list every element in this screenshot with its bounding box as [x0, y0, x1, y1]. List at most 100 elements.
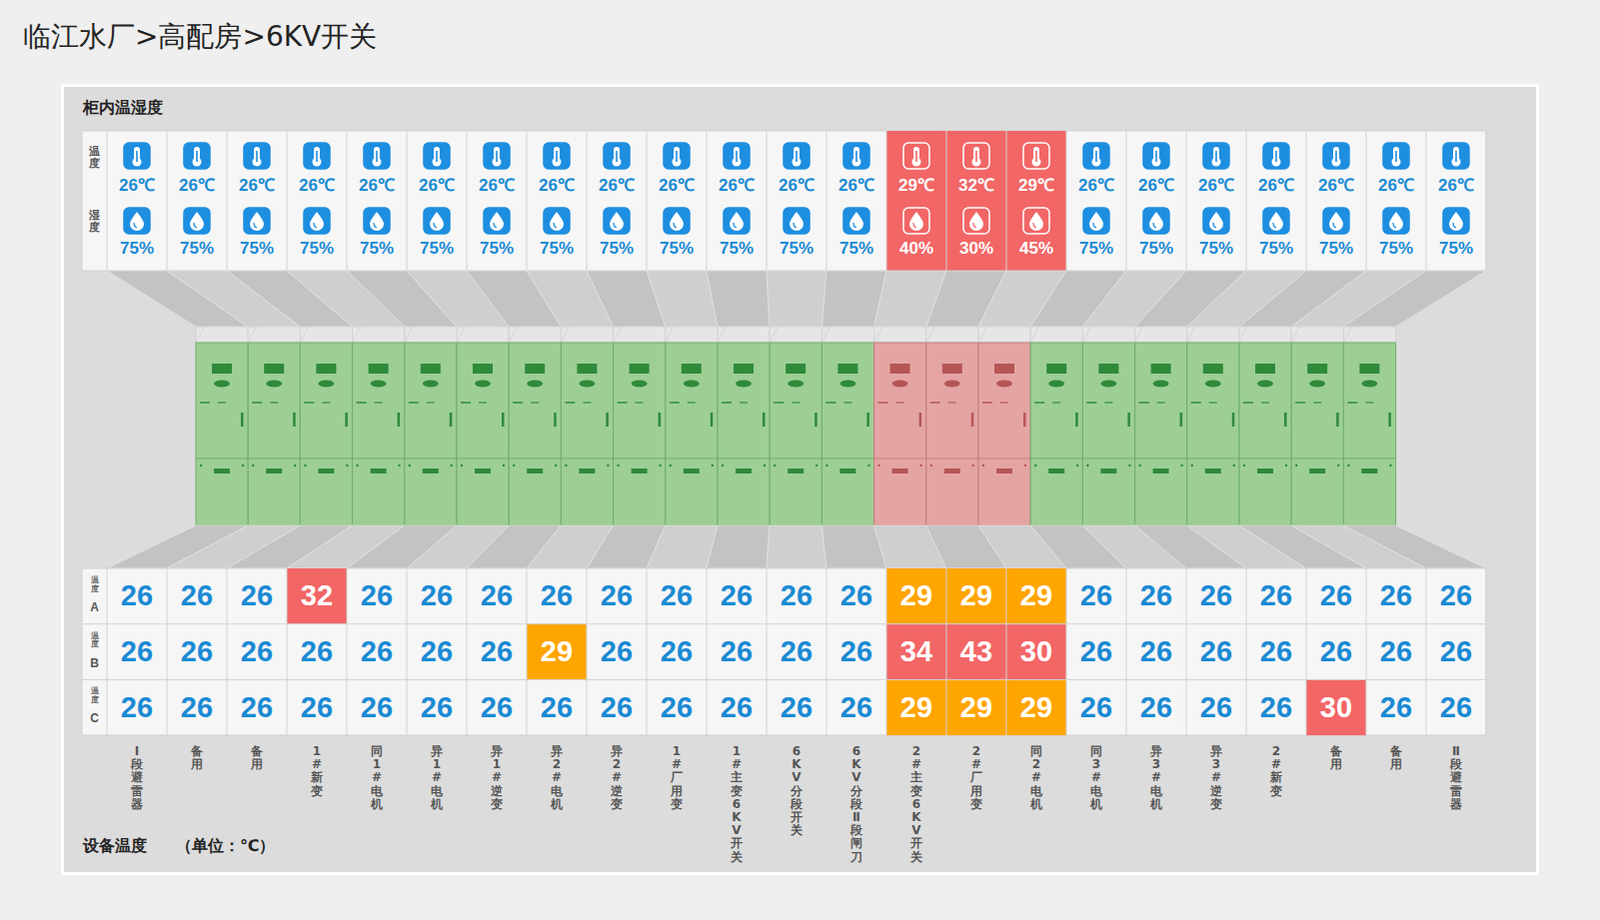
device-temperature-slot: 26	[1066, 679, 1127, 736]
cabinet-temperature-slot: 26℃	[526, 172, 587, 195]
cabinet-knob	[1257, 380, 1274, 388]
grid-line	[1426, 568, 1428, 736]
cabinet-humidity-slot: 75%	[286, 237, 347, 260]
device-temperature: 26	[120, 579, 153, 613]
humidity-icon	[243, 207, 270, 234]
device-temperature-slot: 26	[1306, 624, 1367, 681]
roof-edge	[1082, 326, 1091, 343]
grid-line	[106, 568, 108, 736]
cabinet-roof	[821, 326, 874, 343]
switch-cabinet	[195, 342, 248, 526]
device-temperature-slot: 30	[1006, 624, 1067, 681]
cabinet-handle	[866, 412, 870, 427]
cabinet-slot	[1361, 468, 1378, 474]
cabinet-name-slot: 异1#逆变	[466, 745, 527, 812]
cabinet-mark	[825, 401, 836, 404]
cabinet-handle	[1284, 412, 1288, 427]
device-temperature: 26	[180, 691, 213, 725]
cabinet-knob	[631, 380, 648, 388]
device-temperature: 26	[1200, 579, 1233, 613]
cabinet-mark	[1052, 401, 1061, 403]
roof-edge	[299, 326, 308, 343]
grid-line	[1066, 130, 1068, 271]
cabinet-humidity: 45%	[1019, 238, 1054, 259]
cabinet-temperature-slot: 32℃	[946, 172, 1007, 195]
section-heading-slot: 设备温度	[82, 835, 147, 858]
thermo-mercury	[855, 150, 858, 162]
cabinet-name: 2#主变6KV开关	[910, 745, 923, 865]
cabinet-temperature-slot: 26℃	[226, 172, 287, 195]
grid-line	[1126, 130, 1128, 271]
device-temperature: 26	[1200, 635, 1233, 669]
cabinet-slot	[1100, 468, 1117, 474]
drop-shape	[609, 211, 624, 231]
cabinet-divider	[1030, 457, 1083, 459]
cabinet-humidity-slot: 75%	[826, 237, 887, 260]
cabinet-screw	[815, 464, 818, 467]
humidity-icon	[303, 207, 330, 234]
cabinet-mark	[617, 401, 628, 404]
drop-shine	[133, 222, 137, 228]
switch-cabinet	[926, 342, 979, 526]
cabinet-roof	[1135, 326, 1188, 343]
cabinet-mark	[878, 401, 889, 404]
cabinet-mark	[1034, 401, 1045, 404]
cabinet-display	[472, 363, 493, 374]
device-temperature: 26	[1260, 579, 1293, 613]
roof-edge	[404, 326, 413, 343]
cabinet-divider	[299, 457, 352, 459]
thermo-mercury	[1155, 150, 1158, 162]
cabinet-slot	[578, 468, 595, 474]
cabinet-name-slot: 2#厂用变	[946, 745, 1007, 812]
device-temperature-slot: 26	[226, 624, 287, 681]
device-temperature-slot: 26	[166, 624, 227, 681]
device-temperature-slot: 34	[886, 624, 947, 681]
device-temperature: 26	[1380, 635, 1413, 669]
cabinet-humidity-slot: 40%	[886, 237, 947, 260]
cabinet-display	[420, 363, 441, 374]
device-temperature: 26	[1140, 691, 1173, 725]
device-temperature: 26	[1320, 635, 1353, 669]
cabinet-name-slot: 备用	[1366, 745, 1427, 772]
device-temperature-slot: 29	[886, 679, 947, 736]
cabinet-knob	[578, 380, 595, 388]
drop-shape	[669, 211, 684, 231]
device-temperature: 26	[540, 691, 573, 725]
thermo-mercury	[1455, 150, 1458, 162]
device-temperature-slot: 26	[1126, 568, 1187, 625]
device-temperature: 30	[1320, 691, 1353, 725]
cabinet-divider	[717, 457, 770, 459]
grid-line	[1186, 130, 1188, 271]
cabinet-display	[1255, 363, 1276, 374]
device-temperature: 26	[720, 691, 753, 725]
roof-edge	[717, 326, 726, 343]
roof-edge	[978, 326, 987, 343]
cabinet-humidity: 75%	[1139, 238, 1174, 259]
cabinet-humidity: 75%	[419, 238, 454, 259]
cabinet-screw	[1337, 464, 1340, 467]
cabinet-screw	[972, 464, 975, 467]
cabinet-divider	[821, 457, 874, 459]
cabinet-knob	[735, 380, 752, 388]
device-temperature-slot: 26	[406, 679, 467, 736]
cabinet-screw	[408, 464, 411, 467]
device-temperature: 29	[900, 579, 933, 613]
cabinet-humidity-slot: 75%	[526, 237, 587, 260]
cabinet-roof	[717, 326, 770, 343]
thermo-icon	[1443, 142, 1470, 169]
drop-shine	[1153, 222, 1157, 228]
humidity-icon	[1143, 207, 1170, 234]
drop-shine	[313, 222, 317, 228]
cabinet-handle	[605, 412, 609, 427]
cabinet-divider	[195, 457, 248, 459]
cabinet-temperature: 26℃	[838, 172, 875, 196]
device-temperature-slot: 26	[466, 568, 527, 625]
cabinet-roof	[352, 326, 405, 343]
cabinet-screw	[502, 464, 505, 467]
humidity-icon	[1023, 207, 1050, 234]
humidity-icon	[183, 207, 210, 234]
cabinet-name: 6KV分段Ⅱ段闸刀	[850, 745, 863, 865]
device-temperature-slot: 26	[586, 624, 647, 681]
device-temperature-slot: 29	[886, 568, 947, 625]
cabinet-screw	[867, 464, 870, 467]
